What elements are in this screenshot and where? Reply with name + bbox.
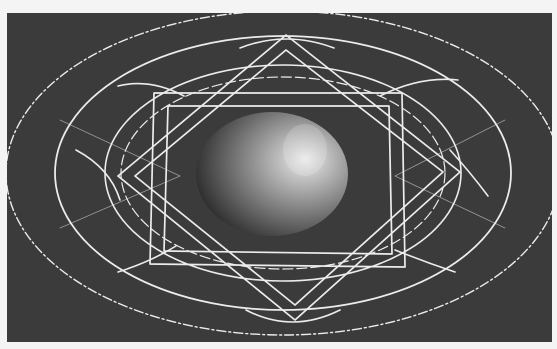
sphere xyxy=(196,112,348,236)
sphere-highlight xyxy=(283,124,327,176)
sphere-icon xyxy=(196,112,348,236)
